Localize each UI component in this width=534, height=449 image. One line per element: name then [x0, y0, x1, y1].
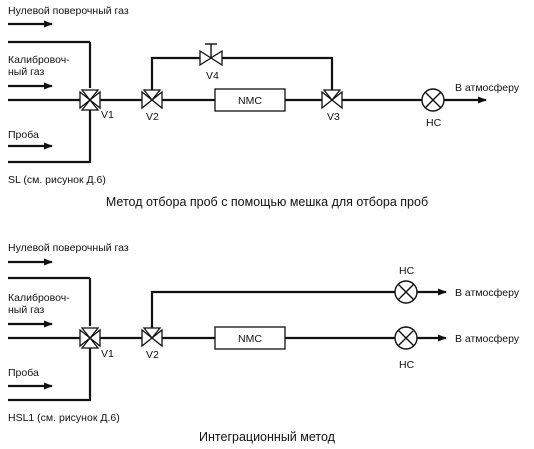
v3-label: V3 — [327, 111, 340, 123]
hc-label: HC — [426, 117, 442, 129]
sample-label: Проба — [8, 129, 39, 141]
nmc-label: NMC — [238, 333, 262, 345]
v2-label: V2 — [146, 111, 159, 123]
v2-label: V2 — [146, 349, 159, 361]
cal-gas-label-line1: Калибровоч- — [8, 292, 70, 304]
hc-analyzer-icon — [394, 280, 418, 304]
outlet-label-top: В атмосферу — [455, 287, 520, 299]
sample-pipe — [8, 348, 92, 402]
zero-gas-label: Нулевой поверочный газ — [8, 242, 129, 254]
valve-v2[interactable]: V2 — [141, 89, 163, 123]
cal-gas-label-line2: ный газ — [8, 304, 44, 316]
hc-analyzer-top: HC — [394, 265, 418, 304]
upper-branch-pipe — [150, 290, 395, 328]
valve-v3[interactable]: V3 — [321, 89, 343, 123]
hc-analyzer-icon — [421, 88, 445, 112]
bypass-pipe-right — [222, 56, 334, 90]
valve-v4[interactable]: V4 — [199, 43, 223, 82]
hc-analyzer-icon — [394, 326, 418, 350]
v1-label: V1 — [101, 348, 114, 360]
caption-1: Метод отбора проб с помощью мешка для от… — [106, 195, 428, 209]
zero-gas-label: Нулевой поверочный газ — [8, 5, 129, 17]
outlet-label: В атмосферу — [455, 82, 520, 94]
three-way-valve-icon — [141, 89, 163, 110]
reference-label: SL (см. рисунок Д.6) — [8, 174, 106, 186]
hc-label-top: HC — [399, 265, 415, 277]
nmc-label: NMC — [238, 95, 262, 107]
nmc-box-1: NMC — [214, 88, 286, 112]
caption-2: Интеграционный метод — [199, 430, 336, 444]
nmc-box-2: NMC — [214, 326, 286, 350]
two-way-valve-icon — [199, 43, 223, 67]
valve-v1[interactable]: V1 — [79, 327, 114, 360]
three-way-valve-icon — [79, 327, 101, 349]
bypass-pipe-left — [150, 56, 200, 90]
three-way-valve-icon — [141, 327, 163, 348]
hc-analyzer-bottom: HC — [394, 326, 418, 371]
hc-label-bottom: HC — [399, 359, 415, 371]
reference-label: HSL1 (см. рисунок Д.6) — [8, 412, 120, 424]
cal-gas-label-line1: Калибровоч- — [8, 54, 70, 66]
three-way-valve-icon — [79, 89, 101, 111]
v4-label: V4 — [206, 70, 219, 82]
sample-pipe — [8, 110, 92, 164]
sample-label: Проба — [8, 367, 39, 379]
outlet-label-bottom: В атмосферу — [455, 333, 520, 345]
v1-label: V1 — [101, 109, 114, 121]
valve-v1[interactable]: V1 — [79, 89, 114, 121]
diagram-1: Нулевой поверочный газ Калибровоч- ный г… — [8, 5, 520, 209]
valve-v2[interactable]: V2 — [141, 327, 163, 361]
diagram-2: Нулевой поверочный газ Калибровоч- ный г… — [8, 242, 520, 444]
three-way-valve-icon — [321, 89, 343, 110]
hc-analyzer-1: HC — [421, 88, 445, 129]
cal-gas-label-line2: ный газ — [8, 66, 44, 78]
